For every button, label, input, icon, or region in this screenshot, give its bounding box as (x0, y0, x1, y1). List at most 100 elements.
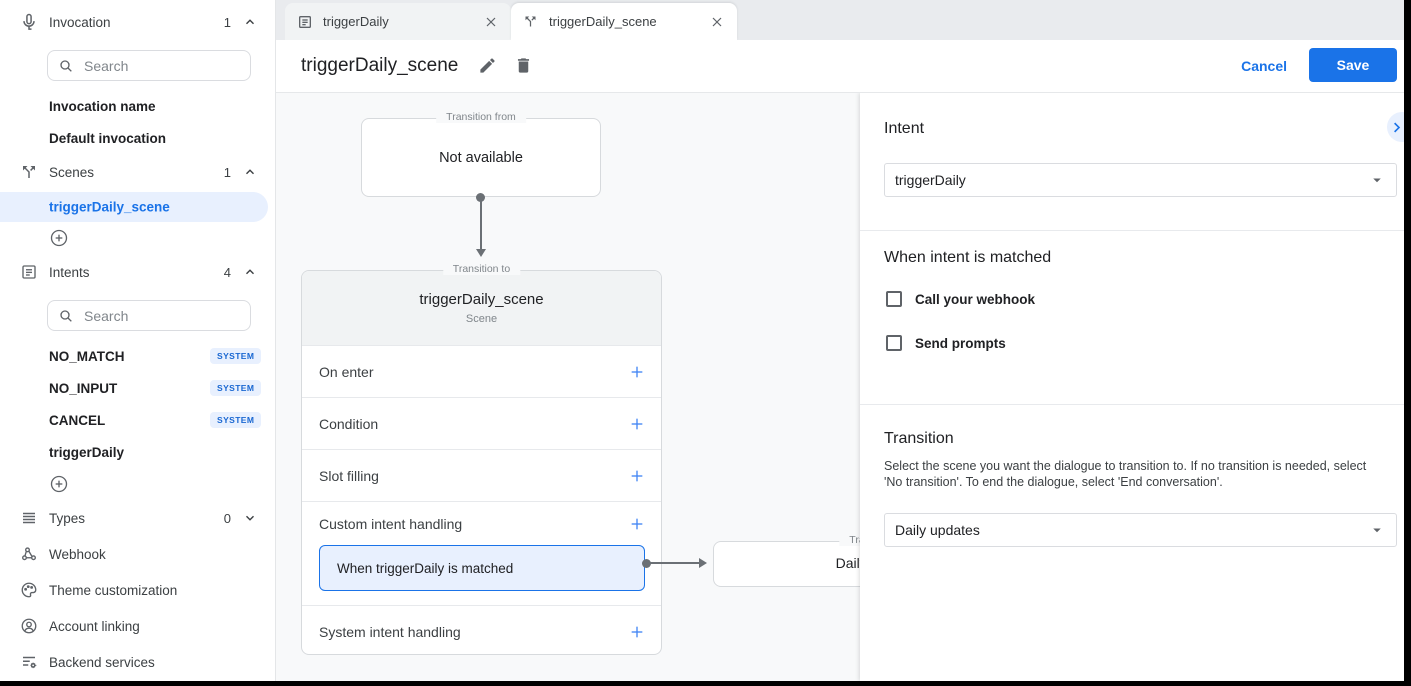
connector-dot (476, 193, 485, 202)
connector-line (480, 201, 482, 249)
page-title: triggerDaily_scene (301, 55, 459, 76)
add-custom-intent-button[interactable] (629, 516, 645, 532)
sidebar-section-label: Types (49, 510, 86, 526)
flow-canvas[interactable]: Transition from Not available Transition… (276, 93, 1404, 681)
sidebar-item-cancel[interactable]: CANCEL SYSTEM (0, 404, 275, 436)
sidebar-section-types[interactable]: Types 0 (0, 502, 275, 534)
sidebar-item-triggerdaily-scene[interactable]: triggerDaily_scene (0, 192, 268, 222)
intent-list-icon (297, 14, 313, 30)
scenes-split-icon (19, 162, 39, 182)
transition-description: Select the scene you want the dialogue t… (884, 459, 1367, 489)
transition-heading: Transition (884, 430, 954, 447)
types-menu-icon (19, 508, 39, 528)
sidebar-item-account-linking[interactable]: Account linking (0, 610, 275, 642)
intent-handler-chip[interactable]: When triggerDaily is matched (319, 545, 645, 591)
send-prompts-checkbox[interactable] (886, 335, 902, 351)
add-condition-button[interactable] (629, 416, 645, 432)
arrowhead-down-icon (476, 249, 486, 257)
system-badge: SYSTEM (210, 380, 262, 396)
chevron-up-icon[interactable] (243, 265, 257, 279)
tab-triggerdaily-scene[interactable]: triggerDaily_scene (511, 3, 737, 40)
edit-pencil-icon[interactable] (478, 56, 498, 76)
scene-row-on-enter: On enter (302, 345, 661, 397)
transition-from-box: Transition from Not available (361, 111, 601, 197)
scene-card-title: triggerDaily_scene (419, 291, 544, 308)
add-slot-filling-button[interactable] (629, 468, 645, 484)
dropdown-caret-icon (1368, 171, 1386, 189)
sidebar-section-invocation[interactable]: Invocation 1 (0, 6, 275, 38)
close-tab-icon[interactable] (709, 14, 725, 30)
sidebar-item-webhook[interactable]: Webhook (0, 538, 275, 570)
scene-row-system-intent-handling: System intent handling (302, 605, 661, 658)
chevron-up-icon[interactable] (243, 15, 257, 29)
scene-row-custom-intent-handling: Custom intent handling When triggerDaily… (302, 501, 661, 591)
intent-heading: Intent (884, 120, 925, 137)
chevron-right-icon (1393, 122, 1400, 132)
chevron-up-icon[interactable] (243, 165, 257, 179)
collapse-panel-button[interactable] (1387, 112, 1404, 142)
sidebar-section-label: Intents (49, 264, 90, 280)
scene-card: Transition to triggerDaily_scene Scene O… (301, 263, 662, 658)
invocation-search[interactable] (47, 50, 251, 81)
call-your-webhook-option[interactable]: Call your webhook (886, 291, 1035, 307)
save-button[interactable]: Save (1309, 48, 1397, 82)
palette-icon (19, 580, 39, 600)
sidebar-section-scenes[interactable]: Scenes 1 (0, 156, 275, 188)
close-tab-icon[interactable] (483, 14, 499, 30)
connector-line (650, 562, 699, 564)
sidebar-section-label: Invocation (49, 14, 111, 30)
sidebar-item-no-input[interactable]: NO_INPUT SYSTEM (0, 372, 275, 404)
system-badge: SYSTEM (210, 412, 262, 428)
sidebar-item-no-match[interactable]: NO_MATCH SYSTEM (0, 340, 275, 372)
search-icon (60, 59, 72, 72)
send-prompts-option[interactable]: Send prompts (886, 335, 1006, 351)
search-icon (60, 309, 72, 322)
intents-search[interactable] (47, 300, 251, 331)
invocation-search-input[interactable] (84, 57, 224, 74)
toolbar: triggerDaily_scene Cancel Save (276, 40, 1404, 93)
tab-strip: triggerDaily triggerDaily_scene (276, 0, 1404, 40)
system-badge: SYSTEM (210, 348, 262, 364)
transition-select[interactable]: Daily updates (884, 513, 1397, 547)
intents-search-input[interactable] (84, 307, 224, 324)
connector-dot (642, 559, 651, 568)
scene-card-header: triggerDaily_scene Scene (302, 271, 661, 345)
sidebar-section-intents[interactable]: Intents 4 (0, 256, 275, 288)
account-circle-icon (19, 616, 39, 636)
intents-list-icon (19, 262, 39, 282)
panel-divider (860, 230, 1404, 231)
cancel-button[interactable]: Cancel (1241, 58, 1287, 74)
section-count: 1 (223, 164, 231, 180)
sidebar-section-label: Scenes (49, 164, 95, 180)
intent-detail-panel: Intent triggerDaily When intent is match… (860, 93, 1404, 681)
sidebar-item-theme-customization[interactable]: Theme customization (0, 574, 275, 606)
tab-triggerdaily[interactable]: triggerDaily (285, 3, 511, 40)
panel-divider (860, 404, 1404, 405)
sidebar-item-default-invocation[interactable]: Default invocation (49, 130, 167, 146)
scene-split-icon (523, 14, 539, 30)
section-count: 1 (223, 14, 231, 30)
intent-select[interactable]: triggerDaily (884, 163, 1397, 197)
backend-services-icon (19, 652, 39, 672)
section-count: 4 (223, 264, 231, 280)
add-system-intent-button[interactable] (629, 624, 645, 640)
chevron-down-icon[interactable] (243, 511, 257, 525)
add-intent-button[interactable] (49, 474, 69, 494)
call-your-webhook-checkbox[interactable] (886, 291, 902, 307)
microphone-icon (19, 12, 39, 32)
dropdown-caret-icon (1368, 521, 1386, 539)
delete-trash-icon[interactable] (514, 56, 534, 76)
sidebar-item-triggerdaily[interactable]: triggerDaily (49, 444, 125, 460)
sidebar-item-backend-services[interactable]: Backend services (0, 646, 275, 678)
scene-row-slot-filling: Slot filling (302, 449, 661, 501)
section-count: 0 (223, 510, 231, 526)
transition-from-legend: Transition from (436, 111, 526, 123)
webhook-icon (19, 544, 39, 564)
sidebar-item-invocation-name[interactable]: Invocation name (49, 98, 156, 114)
add-on-enter-button[interactable] (629, 364, 645, 380)
add-scene-button[interactable] (49, 228, 69, 248)
scene-row-condition: Condition (302, 397, 661, 449)
sidebar: Invocation 1 Invocation name Default inv… (0, 0, 276, 681)
transition-select-value: Daily updates (895, 522, 980, 538)
